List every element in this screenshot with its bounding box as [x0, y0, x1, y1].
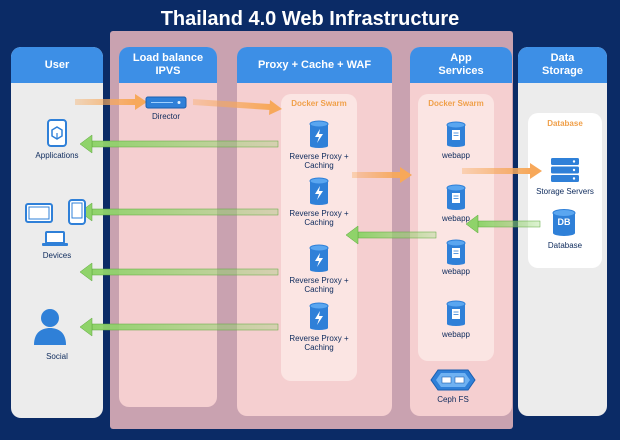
- database-bolt-icon: [309, 244, 329, 272]
- reverse-proxy-label: Reverse Proxy + Caching: [289, 152, 349, 170]
- person-icon: [34, 309, 66, 345]
- response-arrow-4: [79, 317, 279, 337]
- storage-servers-label: Storage Servers: [536, 187, 594, 196]
- social-label: Social: [46, 352, 68, 361]
- webapp-label: webapp: [441, 330, 471, 339]
- database-group-label: Database: [547, 119, 583, 128]
- proxy-column-header: Proxy + Cache + WAF: [237, 47, 392, 83]
- db-badge-text: DB: [557, 217, 571, 227]
- database-document-icon: [446, 121, 466, 147]
- ceph-label: Ceph FS: [437, 395, 469, 404]
- response-arrow-2: [79, 202, 279, 222]
- request-arrow-app-to-storage: [462, 163, 542, 179]
- database-label: Database: [547, 241, 583, 250]
- director-label: Director: [151, 112, 180, 121]
- database-document-icon: [446, 184, 466, 210]
- load-balance-column-header: Load balance IPVS: [119, 47, 217, 83]
- laptop-icon: [42, 231, 68, 246]
- database-document-icon: [446, 300, 466, 326]
- database-group: Database: [528, 113, 602, 268]
- database-bolt-icon: [309, 302, 329, 330]
- tablet-icon: [25, 203, 53, 223]
- director-server-icon: [145, 96, 187, 109]
- database-bolt-icon: [309, 177, 329, 205]
- app-swarm-label: Docker Swarm: [428, 99, 484, 108]
- ceph-storage-icon: [430, 369, 476, 391]
- smartphone-app-icon: [47, 119, 67, 147]
- user-column-header: User: [11, 47, 103, 83]
- database-document-icon: [446, 239, 466, 265]
- devices-label: Devices: [42, 251, 72, 260]
- response-arrow-1: [79, 134, 279, 154]
- database-bolt-icon: [309, 120, 329, 148]
- app-services-column-header: App Services: [410, 47, 512, 83]
- webapp-label: webapp: [441, 214, 471, 223]
- request-arrow-director-to-swarm: [193, 99, 282, 115]
- page-title: Thailand 4.0 Web Infrastructure: [160, 8, 460, 30]
- webapp-label: webapp: [441, 151, 471, 160]
- applications-label: Applications: [35, 151, 79, 160]
- response-arrow-3: [79, 262, 279, 282]
- response-arrow-app-to-proxy: [345, 225, 437, 245]
- request-arrow-user-to-director: [75, 94, 147, 110]
- webapp-label: webapp: [441, 267, 471, 276]
- reverse-proxy-label: Reverse Proxy + Caching: [289, 334, 349, 352]
- response-arrow-db-to-app: [465, 214, 541, 234]
- reverse-proxy-label: Reverse Proxy + Caching: [289, 276, 349, 294]
- reverse-proxy-label: Reverse Proxy + Caching: [289, 209, 349, 227]
- request-arrow-proxy-to-app: [352, 167, 412, 183]
- proxy-swarm-label: Docker Swarm: [291, 99, 347, 108]
- phone-icon: [68, 199, 86, 225]
- server-stack-icon: [551, 158, 579, 182]
- data-storage-column-header: Data Storage: [518, 47, 607, 83]
- database-icon: DB: [552, 209, 576, 237]
